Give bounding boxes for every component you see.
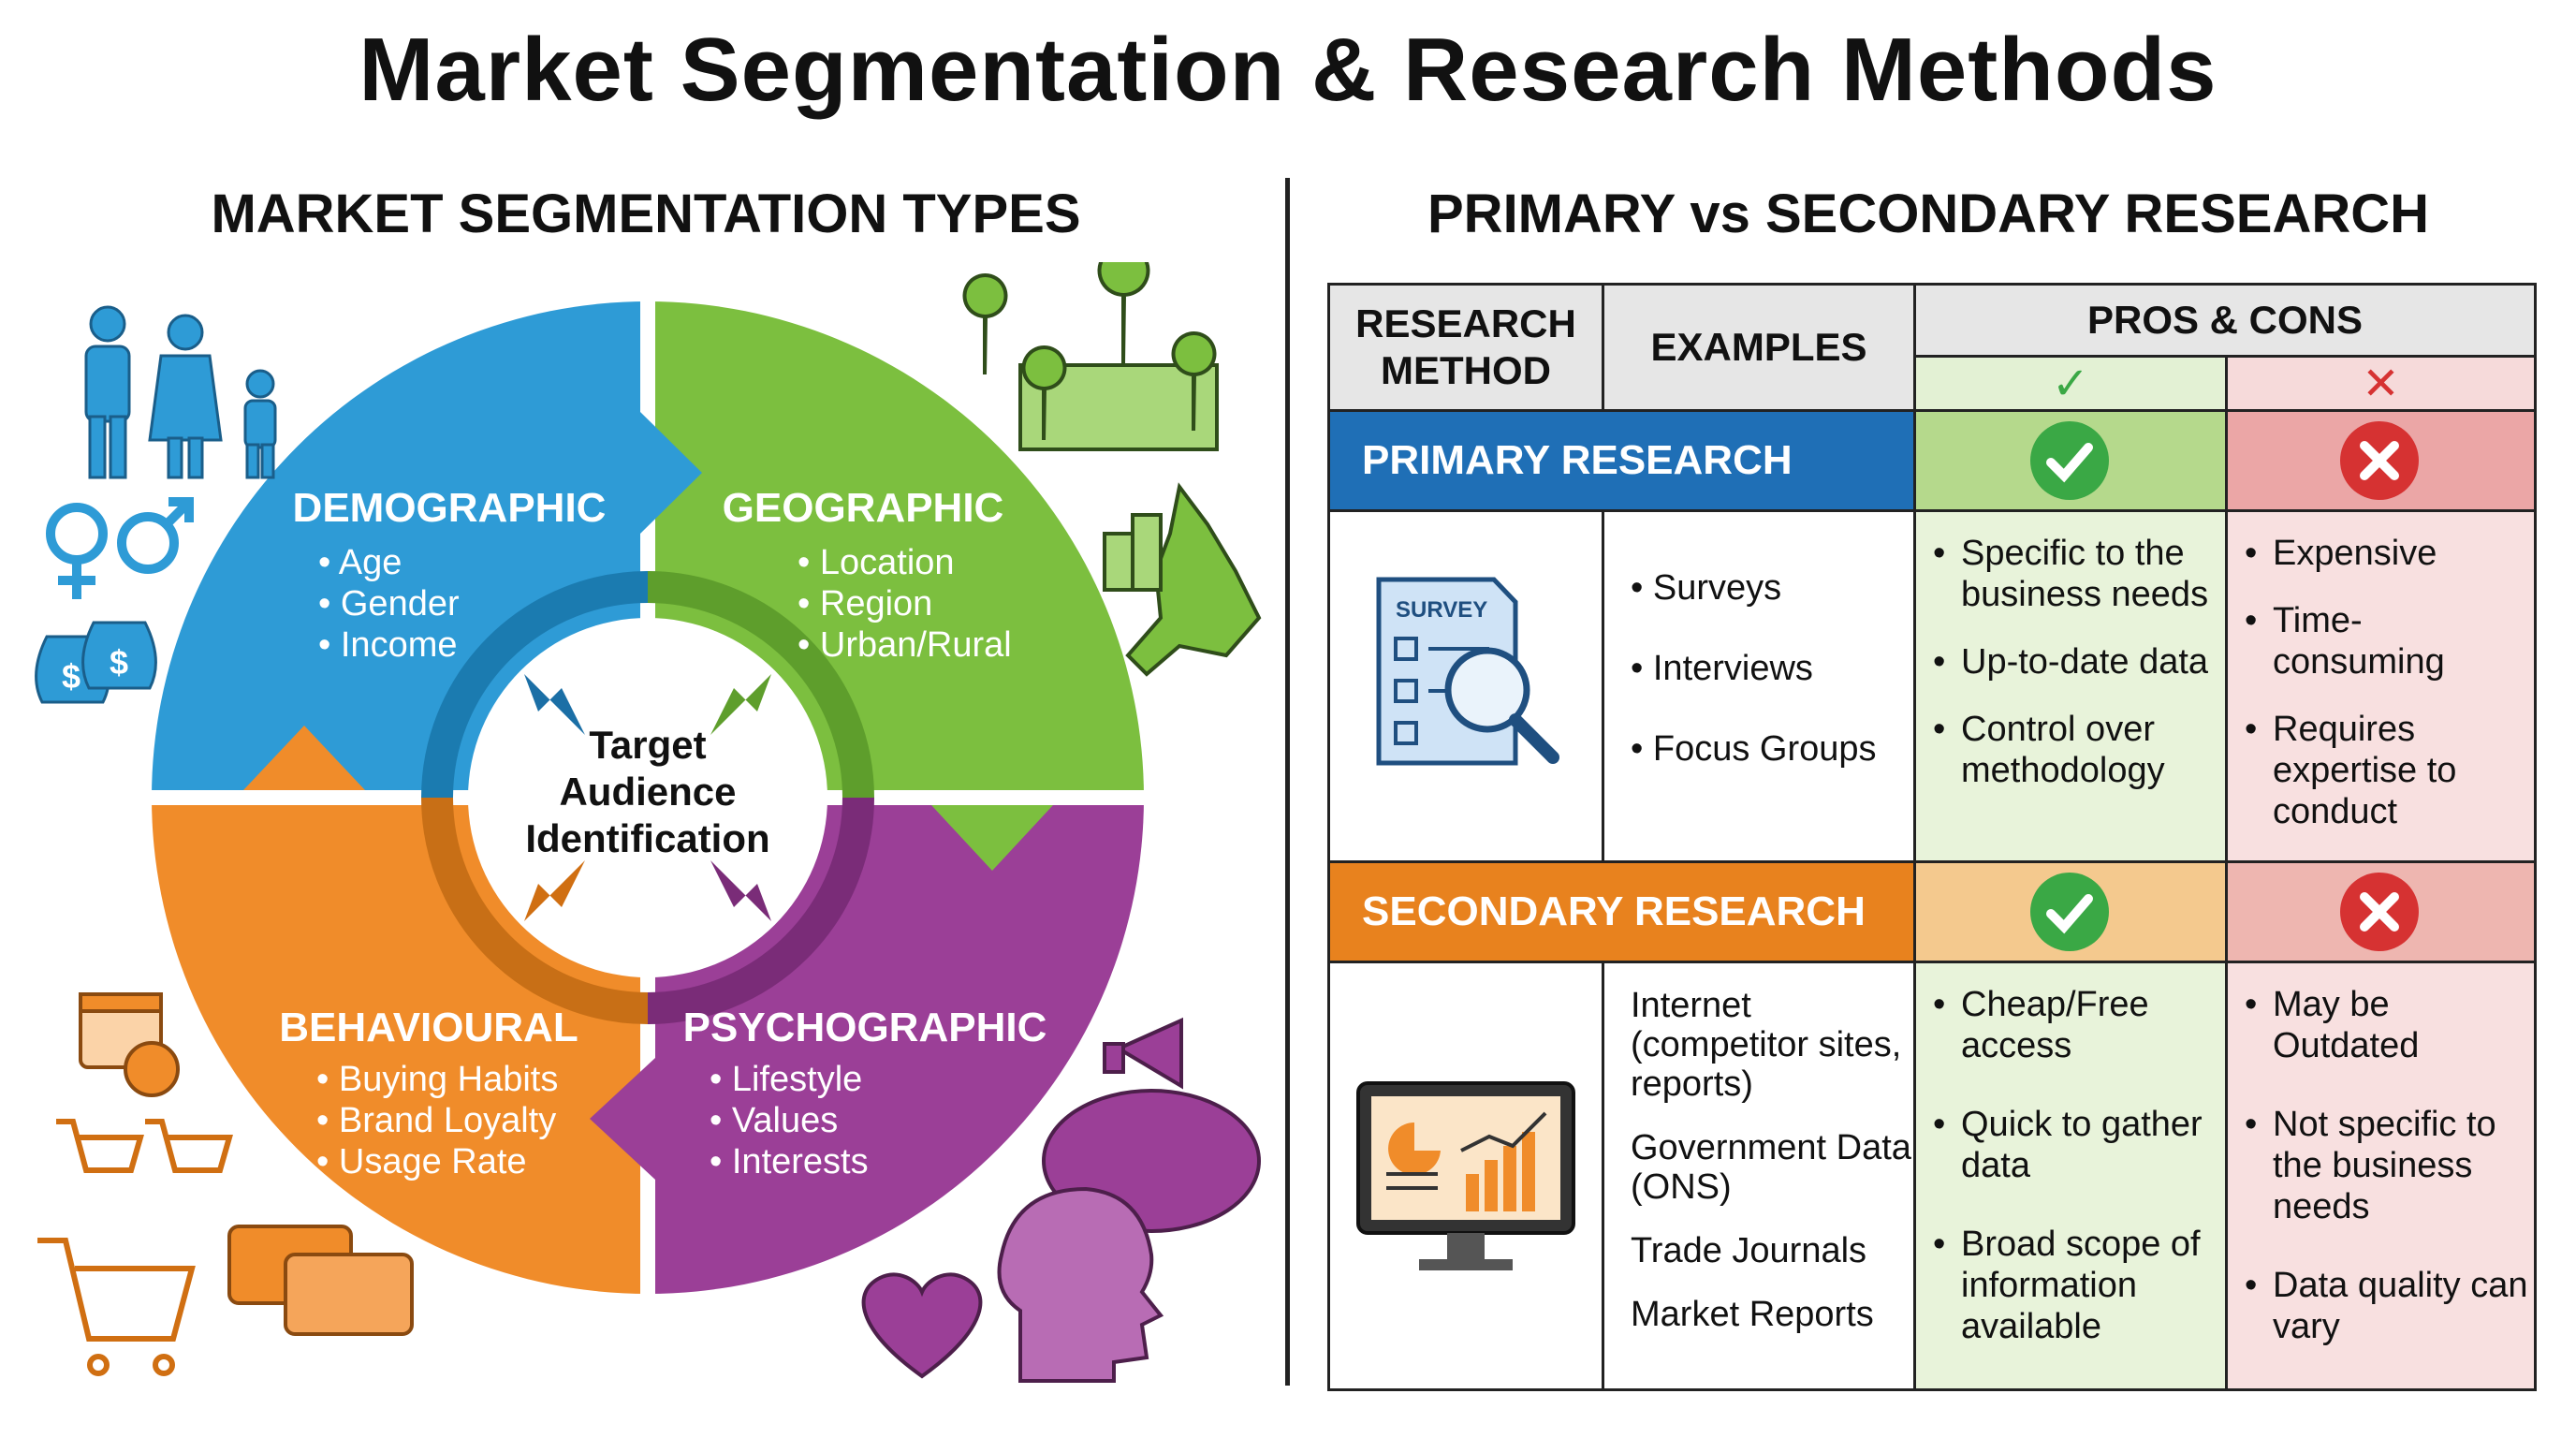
pro-item: Broad scope of information available (1929, 1224, 2225, 1347)
pro-item: Up-to-date data (1929, 641, 2225, 682)
header-examples: EXAMPLES (1602, 283, 1916, 412)
section-divider (1285, 178, 1290, 1386)
example-item: Market Reports (1631, 1295, 1874, 1334)
demographic-item: • Income (318, 625, 458, 665)
demographic-label: DEMOGRAPHIC (293, 485, 607, 531)
research-table: RESEARCH METHOD EXAMPLES PROS & CONS ✓ ✕… (1327, 283, 2537, 1391)
geographic-label: GEOGRAPHIC (723, 485, 1004, 531)
check-circle-icon (2030, 421, 2109, 500)
svg-text:$: $ (110, 643, 128, 682)
header-method: RESEARCH METHOD (1327, 283, 1604, 412)
psychographic-item: • Values (710, 1101, 838, 1140)
research-heading: PRIMARY vs SECONDARY RESEARCH (1427, 183, 2429, 244)
cross-circle-icon (2340, 421, 2419, 500)
segmentation-heading: MARKET SEGMENTATION TYPES (211, 183, 1081, 244)
check-circle-icon (2030, 873, 2109, 951)
secondary-research-band: SECONDARY RESEARCH (1327, 860, 1916, 963)
page-title: Market Segmentation & Research Methods (359, 20, 2217, 120)
behavioural-item: • Brand Loyalty (316, 1101, 556, 1140)
con-item: Not specific to the business needs (2241, 1104, 2534, 1227)
uk-map-icon (1103, 482, 1262, 677)
survey-icon: SURVEY (1376, 577, 1559, 766)
secondary-cons: May be Outdated Not specific to the busi… (2225, 961, 2537, 1391)
primary-cons-header (2225, 409, 2537, 512)
con-item: May be Outdated (2241, 984, 2534, 1066)
secondary-cons-header (2225, 860, 2537, 963)
con-item: Data quality can vary (2241, 1265, 2534, 1347)
center-line-2: Audience (559, 770, 736, 814)
example-item: Government Data (ONS) (1631, 1128, 1911, 1207)
behavioural-label: BEHAVIOURAL (279, 1005, 578, 1050)
pro-item: Quick to gather data (1929, 1104, 2225, 1186)
example-item: Trade Journals (1631, 1231, 1867, 1270)
primary-pros: Specific to the business needs Up-to-dat… (1913, 509, 2228, 863)
pro-item: Cheap/Free access (1929, 984, 2225, 1066)
geographic-item: • Location (798, 543, 955, 582)
example-item: • Focus Groups (1631, 729, 1877, 769)
cross-circle-icon (2340, 873, 2419, 951)
psychographic-item: • Lifestyle (710, 1060, 862, 1099)
map-pins-icon (962, 262, 1219, 451)
behavioural-item: • Buying Habits (316, 1060, 558, 1099)
secondary-pros: Cheap/Free access Quick to gather data B… (1913, 961, 2228, 1391)
demographic-item: • Age (318, 543, 402, 582)
pro-item: Control over methodology (1929, 709, 2225, 791)
header-method-line1: RESEARCH (1355, 301, 1576, 345)
primary-cons: Expensive Time-consuming Requires expert… (2225, 509, 2537, 863)
con-item: Time-consuming (2241, 600, 2534, 682)
center-line-1: Target (589, 723, 706, 767)
heart-icon (861, 1272, 983, 1379)
primary-examples: • Surveys • Interviews • Focus Groups (1602, 509, 1916, 863)
example-item: • Surveys (1631, 568, 1782, 608)
example-item: • Interviews (1631, 649, 1813, 688)
con-item: Expensive (2241, 533, 2534, 574)
secondary-icon-cell (1327, 961, 1604, 1391)
secondary-pros-header (1913, 860, 2228, 963)
geographic-item: • Urban/Rural (798, 625, 1012, 665)
calendar-clock-icon (79, 992, 180, 1097)
psychographic-label: PSYCHOGRAPHIC (683, 1005, 1047, 1050)
behavioural-item: • Usage Rate (316, 1142, 527, 1181)
center-line-3: Identification (525, 816, 769, 860)
cons-cross-icon: ✕ (2225, 355, 2537, 412)
example-item: Internet (competitor sites, reports) (1631, 986, 1902, 1104)
psychographic-item: • Interests (710, 1142, 869, 1181)
header-pros-cons: PROS & CONS (1913, 283, 2537, 358)
segmentation-diagram: Target Audience Identification DEMOGRAPH… (35, 262, 1262, 1383)
primary-research-band: PRIMARY RESEARCH (1327, 409, 1916, 512)
pros-check-icon: ✓ (1913, 355, 2228, 412)
svg-text:$: $ (62, 657, 80, 696)
primary-icon-cell: SURVEY (1327, 509, 1604, 863)
primary-pros-header (1913, 409, 2228, 512)
secondary-examples: Internet (competitor sites, reports) Gov… (1602, 961, 1916, 1391)
pro-item: Specific to the business needs (1929, 533, 2225, 615)
header-method-line2: METHOD (1381, 348, 1551, 392)
con-item: Requires expertise to conduct (2241, 709, 2534, 832)
analytics-monitor-icon (1356, 1081, 1575, 1270)
family-icon (84, 305, 277, 479)
geographic-item: • Region (798, 584, 932, 624)
demographic-item: • Gender (318, 584, 460, 624)
svg-text:SURVEY: SURVEY (1396, 597, 1487, 623)
megaphone-icon (1103, 1017, 1183, 1090)
gender-icon (46, 497, 194, 599)
money-bags-icon: $ $ (35, 621, 157, 704)
shopping-carts-icon (37, 1119, 233, 1376)
head-brain-icon (997, 1186, 1164, 1383)
credit-cards-icon (227, 1225, 414, 1336)
